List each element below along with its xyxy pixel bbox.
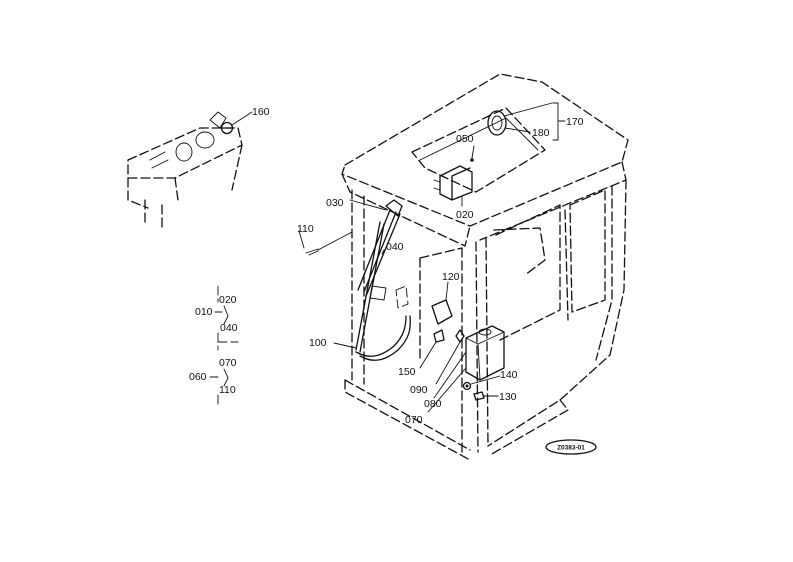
callout-040: 040: [386, 241, 404, 253]
legend-010: 010: [195, 306, 213, 318]
cab-body: [341, 73, 629, 461]
part-120-switch: 120: [395, 271, 460, 325]
callout-150: 150: [398, 366, 416, 378]
part-160-knob: 160: [220, 106, 270, 135]
part-070-tank: 070: [405, 367, 467, 426]
part-150-bracket: 150: [398, 329, 445, 378]
part-040-wiper-blade: 040: [355, 221, 404, 353]
part-080-pump: 080: [424, 351, 467, 410]
part-090-hose: 090: [410, 341, 461, 396]
part-020-wiper-motor: 050 020: [433, 133, 475, 221]
legend-020: 020: [219, 294, 237, 306]
callout-120: 120: [442, 271, 460, 283]
callout-130: 130: [499, 391, 517, 403]
callout-100: 100: [309, 337, 327, 349]
callout-030: 030: [326, 197, 344, 209]
callout-050: 050: [456, 133, 474, 145]
part-100-washer-hose: 100: [309, 315, 411, 361]
callout-070: 070: [405, 414, 423, 426]
legend-070: 070: [219, 357, 237, 369]
drawing-code: Z0383-01: [557, 445, 585, 452]
legend-110: 110: [219, 384, 236, 396]
callout-140: 140: [500, 369, 518, 381]
dashboard-panel: [127, 111, 243, 231]
part-140-nut: 140: [462, 369, 518, 391]
callout-090: 090: [410, 384, 428, 396]
callout-110: 110: [297, 223, 314, 235]
part-110-clip: 110: [297, 223, 353, 256]
part-170-roof-light: 170 180: [487, 102, 584, 141]
callout-020: 020: [456, 209, 474, 221]
part-130-bolt: 130: [473, 391, 517, 403]
callout-160: 160: [252, 106, 270, 118]
drawing-code-badge: Z0383-01: [545, 439, 597, 455]
legend-040: 040: [220, 322, 238, 334]
callout-170: 170: [566, 116, 584, 128]
legend-060: 060: [189, 371, 207, 383]
callout-180: 180: [532, 127, 550, 139]
parts-legend: 020 010 040 070 060 110: [189, 285, 239, 406]
